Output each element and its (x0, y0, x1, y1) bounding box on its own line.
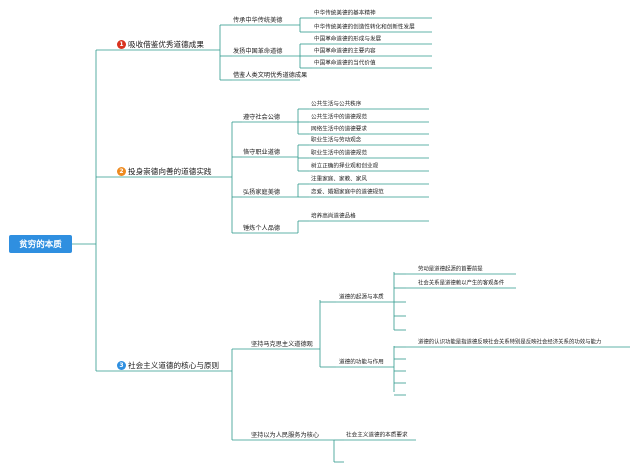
leaf-topic[interactable]: 注重家庭、家教、家风 (311, 176, 367, 183)
subtopic[interactable]: 发扬中国革命道德 (233, 47, 283, 55)
subtopic[interactable]: 遵守社会公德 (243, 113, 281, 121)
leaf-topic[interactable]: 劳动是道德起源的首要前提 (418, 266, 483, 273)
subtopic[interactable]: 坚持马克思主义道德观 (251, 340, 313, 348)
subtopic[interactable]: 坚持以为人民服务为核心 (251, 431, 320, 439)
leaf-topic[interactable]: 恋爱、婚姻家庭中的道德规范 (311, 189, 384, 196)
branch-label: 投身崇德向善的道德实践 (128, 166, 212, 176)
root-node[interactable]: 贫穷的本质 (9, 235, 72, 253)
leaf-topic[interactable]: 社会主义道德的本质要求 (346, 432, 408, 439)
subtopic[interactable]: 恪守职业道德 (243, 148, 281, 156)
leaf-topic[interactable]: 树立正确的择业观和创业观 (311, 163, 379, 170)
leaf-topic[interactable]: 道德的认识功能是指道德反映社会关系特别是反映社会经济关系的功效与能力 (418, 339, 602, 346)
leaf-topic[interactable]: 培养高尚道德品格 (311, 213, 356, 220)
leaf-topic[interactable]: 公共生活中的道德规范 (311, 114, 367, 121)
subtopic[interactable]: 借鉴人类文明优秀道德成果 (233, 71, 308, 79)
branch-label: 吸收借鉴优秀道德成果 (128, 39, 204, 49)
leaf-topic[interactable]: 中国革命道德的主要内容 (314, 48, 376, 55)
topic[interactable]: 道德的功能与作用 (339, 359, 384, 366)
leaf-topic[interactable]: 中国革命道德的形成与发展 (314, 36, 382, 43)
subtopic[interactable]: 传承中华传统美德 (233, 16, 283, 24)
leaf-topic[interactable]: 职业生活与劳动观念 (311, 137, 362, 144)
number-badge-icon: 2 (117, 167, 126, 176)
leaf-topic[interactable]: 职业生活中的道德规范 (311, 150, 367, 157)
branch-label: 社会主义道德的核心与原则 (128, 360, 220, 370)
leaf-topic[interactable]: 社会关系是道德赖以产生的客观条件 (418, 280, 505, 287)
leaf-topic[interactable]: 中华传统美德的基本精神 (314, 10, 376, 17)
leaf-topic[interactable]: 公共生活与公共秩序 (311, 101, 362, 108)
leaf-topic[interactable]: 中华传统美德的创造性转化和创新性发展 (314, 24, 415, 31)
leaf-topic[interactable]: 中国革命道德的当代价值 (314, 60, 376, 67)
number-badge-icon: 3 (117, 361, 126, 370)
subtopic[interactable]: 锤炼个人品德 (243, 224, 281, 232)
leaf-topic[interactable]: 网络生活中的道德要求 (311, 126, 367, 133)
topic[interactable]: 道德的起源与本质 (339, 294, 384, 301)
subtopic[interactable]: 弘扬家庭美德 (243, 188, 281, 196)
number-badge-icon: 1 (117, 40, 126, 49)
